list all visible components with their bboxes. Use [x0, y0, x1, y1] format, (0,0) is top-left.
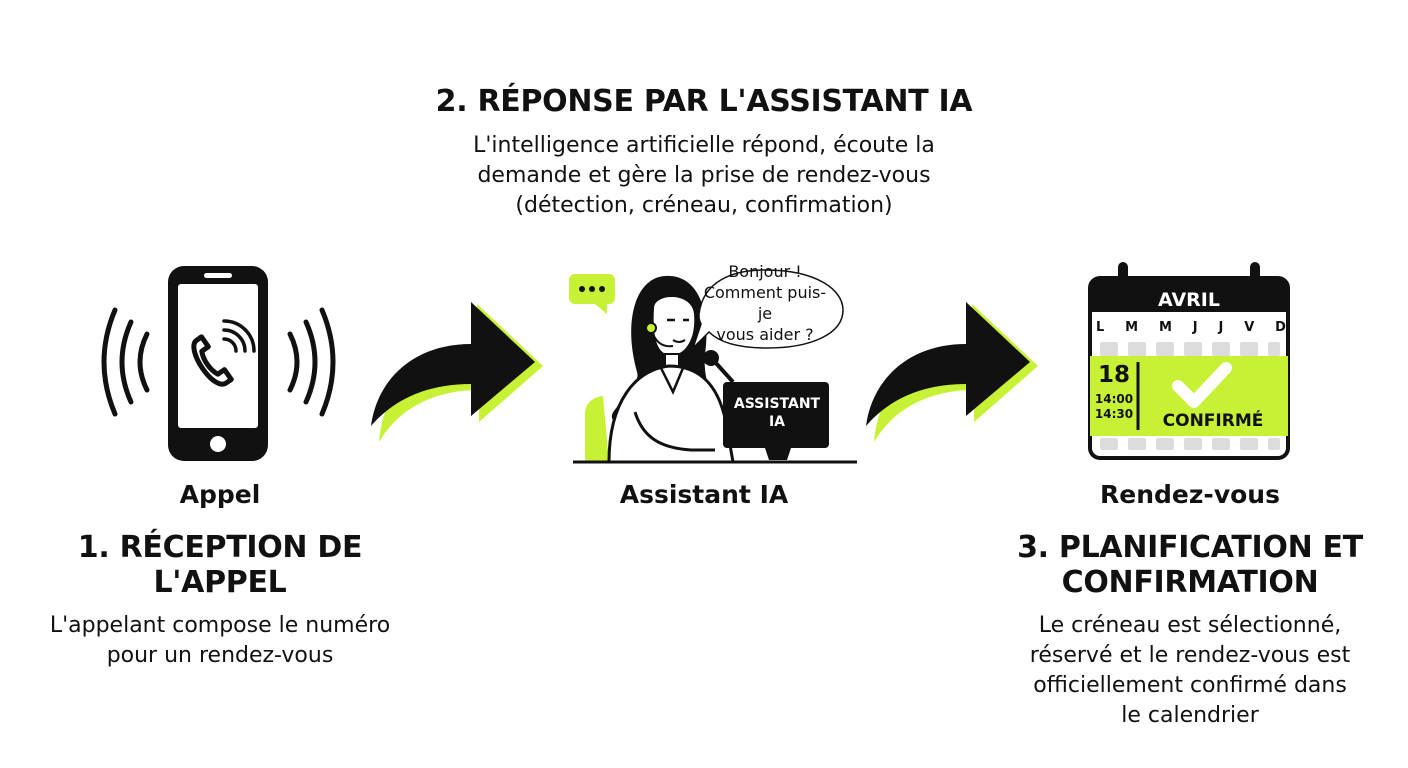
arrow-right-icon: [371, 302, 543, 442]
step1-title: 1. RÉCEPTION DE L'APPEL: [40, 530, 400, 600]
speech-line: vous aider ?: [716, 325, 814, 344]
time-slot: 14:30: [1094, 407, 1134, 421]
step3-title-line: CONFIRMATION: [1061, 565, 1319, 600]
calendar-times: 14:00 14:30: [1090, 392, 1138, 422]
step3-description-line: officiellement confirmé dans: [1033, 673, 1347, 698]
step2-description: L'intelligence artificielle répond, écou…: [404, 131, 1004, 221]
speech-line: Comment puis-je: [703, 283, 827, 323]
step3-description: Le créneau est sélectionné, réservé et l…: [990, 611, 1390, 731]
calendar-status: CONFIRMÉ: [1162, 411, 1264, 431]
weekday-label: J: [1218, 320, 1224, 335]
step2-description-line: (détection, créneau, confirmation): [515, 193, 893, 218]
speech-bubble-text: Bonjour ! Comment puis-je vous aider ?: [700, 261, 830, 345]
step1-description: L'appelant compose le numéro pour un ren…: [20, 611, 420, 671]
step3-description-line: le calendrier: [1121, 703, 1259, 728]
speech-line: Bonjour !: [728, 262, 802, 281]
assistant-label: Assistant IA: [619, 480, 789, 509]
weekday-label: J: [1192, 320, 1198, 335]
step1-title-line: 1. RÉCEPTION DE: [77, 530, 363, 565]
step2-description-line: L'intelligence artificielle répond, écou…: [473, 133, 935, 158]
weekday-label: M: [1125, 320, 1139, 335]
time-slot: 14:00: [1094, 392, 1134, 406]
arrow-right-icon: [866, 302, 1038, 442]
weekday-label: V: [1244, 320, 1255, 335]
monitor-line: IA: [768, 414, 786, 430]
assistant-agent-illustration: [569, 269, 857, 464]
monitor-line: ASSISTANT: [733, 396, 821, 412]
step1-description-line: L'appelant compose le numéro: [49, 613, 391, 638]
calendar-month: AVRIL: [1158, 289, 1220, 311]
step1-label: Appel: [179, 480, 261, 509]
step3-description-line: Le créneau est sélectionné,: [1038, 613, 1342, 638]
step2-description-line: demande et gère la prise de rendez-vous: [477, 163, 931, 188]
step1-description-line: pour un rendez-vous: [106, 643, 334, 668]
step1-title-line: L'APPEL: [153, 565, 287, 600]
calendar-icon: [1088, 262, 1290, 460]
chat-bubble-icon: [569, 274, 615, 314]
calendar-day: 18: [1097, 362, 1130, 388]
step3-title-line: 3. PLANIFICATION ET: [1017, 530, 1363, 565]
ringing-phone-icon: [101, 266, 336, 461]
calendar-weekdays: L M M J J V D: [1096, 320, 1286, 338]
weekday-label: M: [1158, 320, 1172, 335]
step3-title: 3. PLANIFICATION ET CONFIRMATION: [1000, 530, 1380, 600]
step2-title: 2. RÉPONSE PAR L'ASSISTANT IA: [435, 84, 973, 119]
step3-description-line: réservé et le rendez-vous est: [1029, 643, 1351, 668]
step3-label: Rendez-vous: [1100, 480, 1280, 509]
weekday-label: D: [1275, 320, 1286, 335]
monitor-screen-text: ASSISTANT IA: [725, 395, 829, 431]
weekday-label: L: [1096, 320, 1105, 335]
